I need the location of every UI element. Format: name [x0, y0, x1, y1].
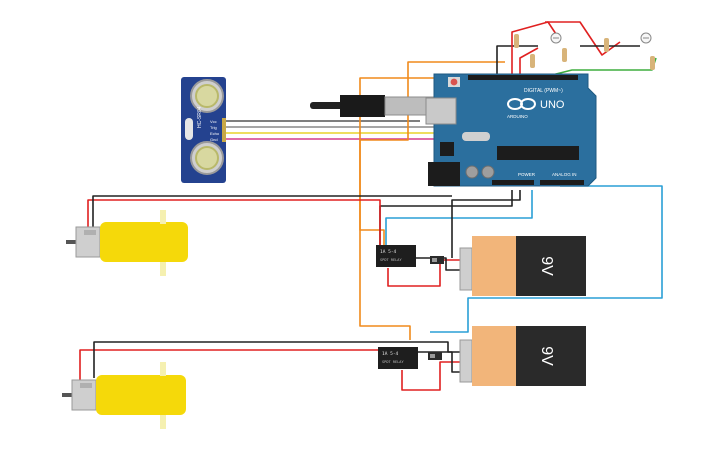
arduino-dc-jack	[428, 162, 460, 186]
arduino-atmega-chip	[497, 146, 579, 160]
battery-2-label: 9V	[538, 346, 555, 366]
sensor-transducer-bottom-inner	[195, 146, 219, 170]
dc-motor-2[interactable]	[62, 362, 186, 429]
relay-1-body	[376, 245, 416, 267]
sensor-transducer-top-inner	[195, 84, 219, 108]
battery-2-black	[516, 326, 586, 386]
relay-2-body	[378, 347, 418, 369]
sensor-pin-gnd: Gnd	[210, 137, 218, 142]
sensor-pin-vcc: Vcc	[210, 119, 217, 124]
ultrasonic-sensor[interactable]: HC-SR04 Vcc Trig Echo Gnd	[181, 77, 226, 183]
battery-1-copper	[472, 236, 516, 296]
sensor-pin-header	[222, 118, 226, 142]
motor-2-shaft	[62, 393, 72, 397]
relay-2[interactable]: 1A 5-4 SPDT RELAY	[378, 347, 418, 369]
battery-9v-1[interactable]: 9V	[459, 236, 586, 296]
relay-2-label: 1A 5-4	[382, 351, 399, 357]
relay-2-text: SPDT RELAY	[382, 360, 404, 364]
resistor-network[interactable]	[514, 32, 655, 70]
arduino-uno[interactable]: DIGITAL (PWM~) UNO ARDUINO POWER ANALOG …	[425, 73, 597, 187]
wire-black-gnd1	[451, 190, 521, 258]
sensor-model-label: HC-SR04	[197, 106, 203, 128]
motor-1-axle-top	[160, 210, 166, 224]
motor-2-axle-bottom	[160, 415, 166, 429]
arduino-digital-label: DIGITAL (PWM~)	[524, 88, 563, 94]
arduino-usb-jack	[425, 97, 457, 125]
motor-2-axle-top	[160, 362, 166, 376]
arduino-reset-knob[interactable]	[450, 78, 458, 86]
motor-1-terminal	[84, 230, 96, 235]
relay-1[interactable]: 1A 5-4 SPDT RELAY	[376, 245, 416, 267]
slide-switch-2[interactable]	[428, 352, 442, 360]
arduino-capacitor-1	[465, 165, 479, 179]
sensor-pin-trig: Trig	[210, 125, 217, 130]
wire-motor1-black	[92, 195, 452, 233]
usb-plug-body	[340, 95, 385, 117]
wire-res-red3	[545, 21, 621, 56]
motor-1-axle-bottom	[160, 262, 166, 276]
motor-2-terminal	[80, 383, 92, 388]
usb-cable[interactable]	[310, 95, 436, 117]
arduino-logo-icon	[507, 98, 536, 110]
photoresistor-1-icon[interactable]	[550, 32, 562, 44]
arduino-power-label: POWER	[518, 172, 536, 177]
resistor-2[interactable]	[530, 54, 535, 68]
arduino-analog-header	[540, 180, 584, 185]
wire-blue-relay1	[385, 190, 533, 246]
motor-1-gearbox	[100, 222, 188, 262]
arduino-digital-header	[468, 75, 578, 80]
dc-motor-1[interactable]	[66, 210, 188, 276]
battery-1-label: 9V	[538, 256, 555, 276]
wire-blue-relay2	[430, 185, 663, 333]
resistor-5[interactable]	[650, 56, 655, 70]
switch-2-lever[interactable]	[430, 354, 435, 358]
battery-1-terminals	[459, 247, 473, 291]
arduino-analog-label: ANALOG IN	[552, 172, 577, 177]
motor-1-shaft	[66, 240, 76, 244]
battery-2-copper	[472, 326, 516, 386]
wire-relay2-red-batt	[401, 361, 462, 391]
relay-1-text: SPDT RELAY	[380, 258, 402, 262]
sensor-pin-echo: Echo	[210, 131, 220, 136]
arduino-brand-label: ARDUINO	[507, 114, 528, 119]
wire-orange-relay2	[359, 61, 505, 340]
motor-2-gearbox	[96, 375, 186, 415]
wire-motor1-red	[87, 199, 381, 246]
arduino-crystal	[462, 132, 490, 141]
photoresistor-2-icon[interactable]	[640, 32, 652, 44]
arduino-power-header	[492, 180, 534, 185]
resistor-1[interactable]	[514, 34, 519, 48]
relay-1-label: 1A 5-4	[380, 249, 397, 255]
wire-res-red2	[519, 47, 539, 78]
sensor-crystal	[185, 118, 193, 140]
wire-relay1-red-batt	[387, 259, 462, 287]
arduino-uno-label: UNO	[540, 99, 565, 111]
arduino-regulator	[440, 142, 454, 156]
battery-9v-2[interactable]: 9V	[459, 326, 586, 386]
arduino-capacitor-2	[481, 165, 495, 179]
wire-res-red1	[511, 21, 561, 78]
slide-switch-1[interactable]	[430, 256, 444, 264]
wire-res-black	[496, 45, 538, 78]
resistor-4[interactable]	[604, 38, 609, 52]
switch-1-lever[interactable]	[432, 258, 437, 262]
battery-2-terminals	[459, 339, 473, 383]
resistor-3[interactable]	[562, 48, 567, 62]
battery-1-black	[516, 236, 586, 296]
